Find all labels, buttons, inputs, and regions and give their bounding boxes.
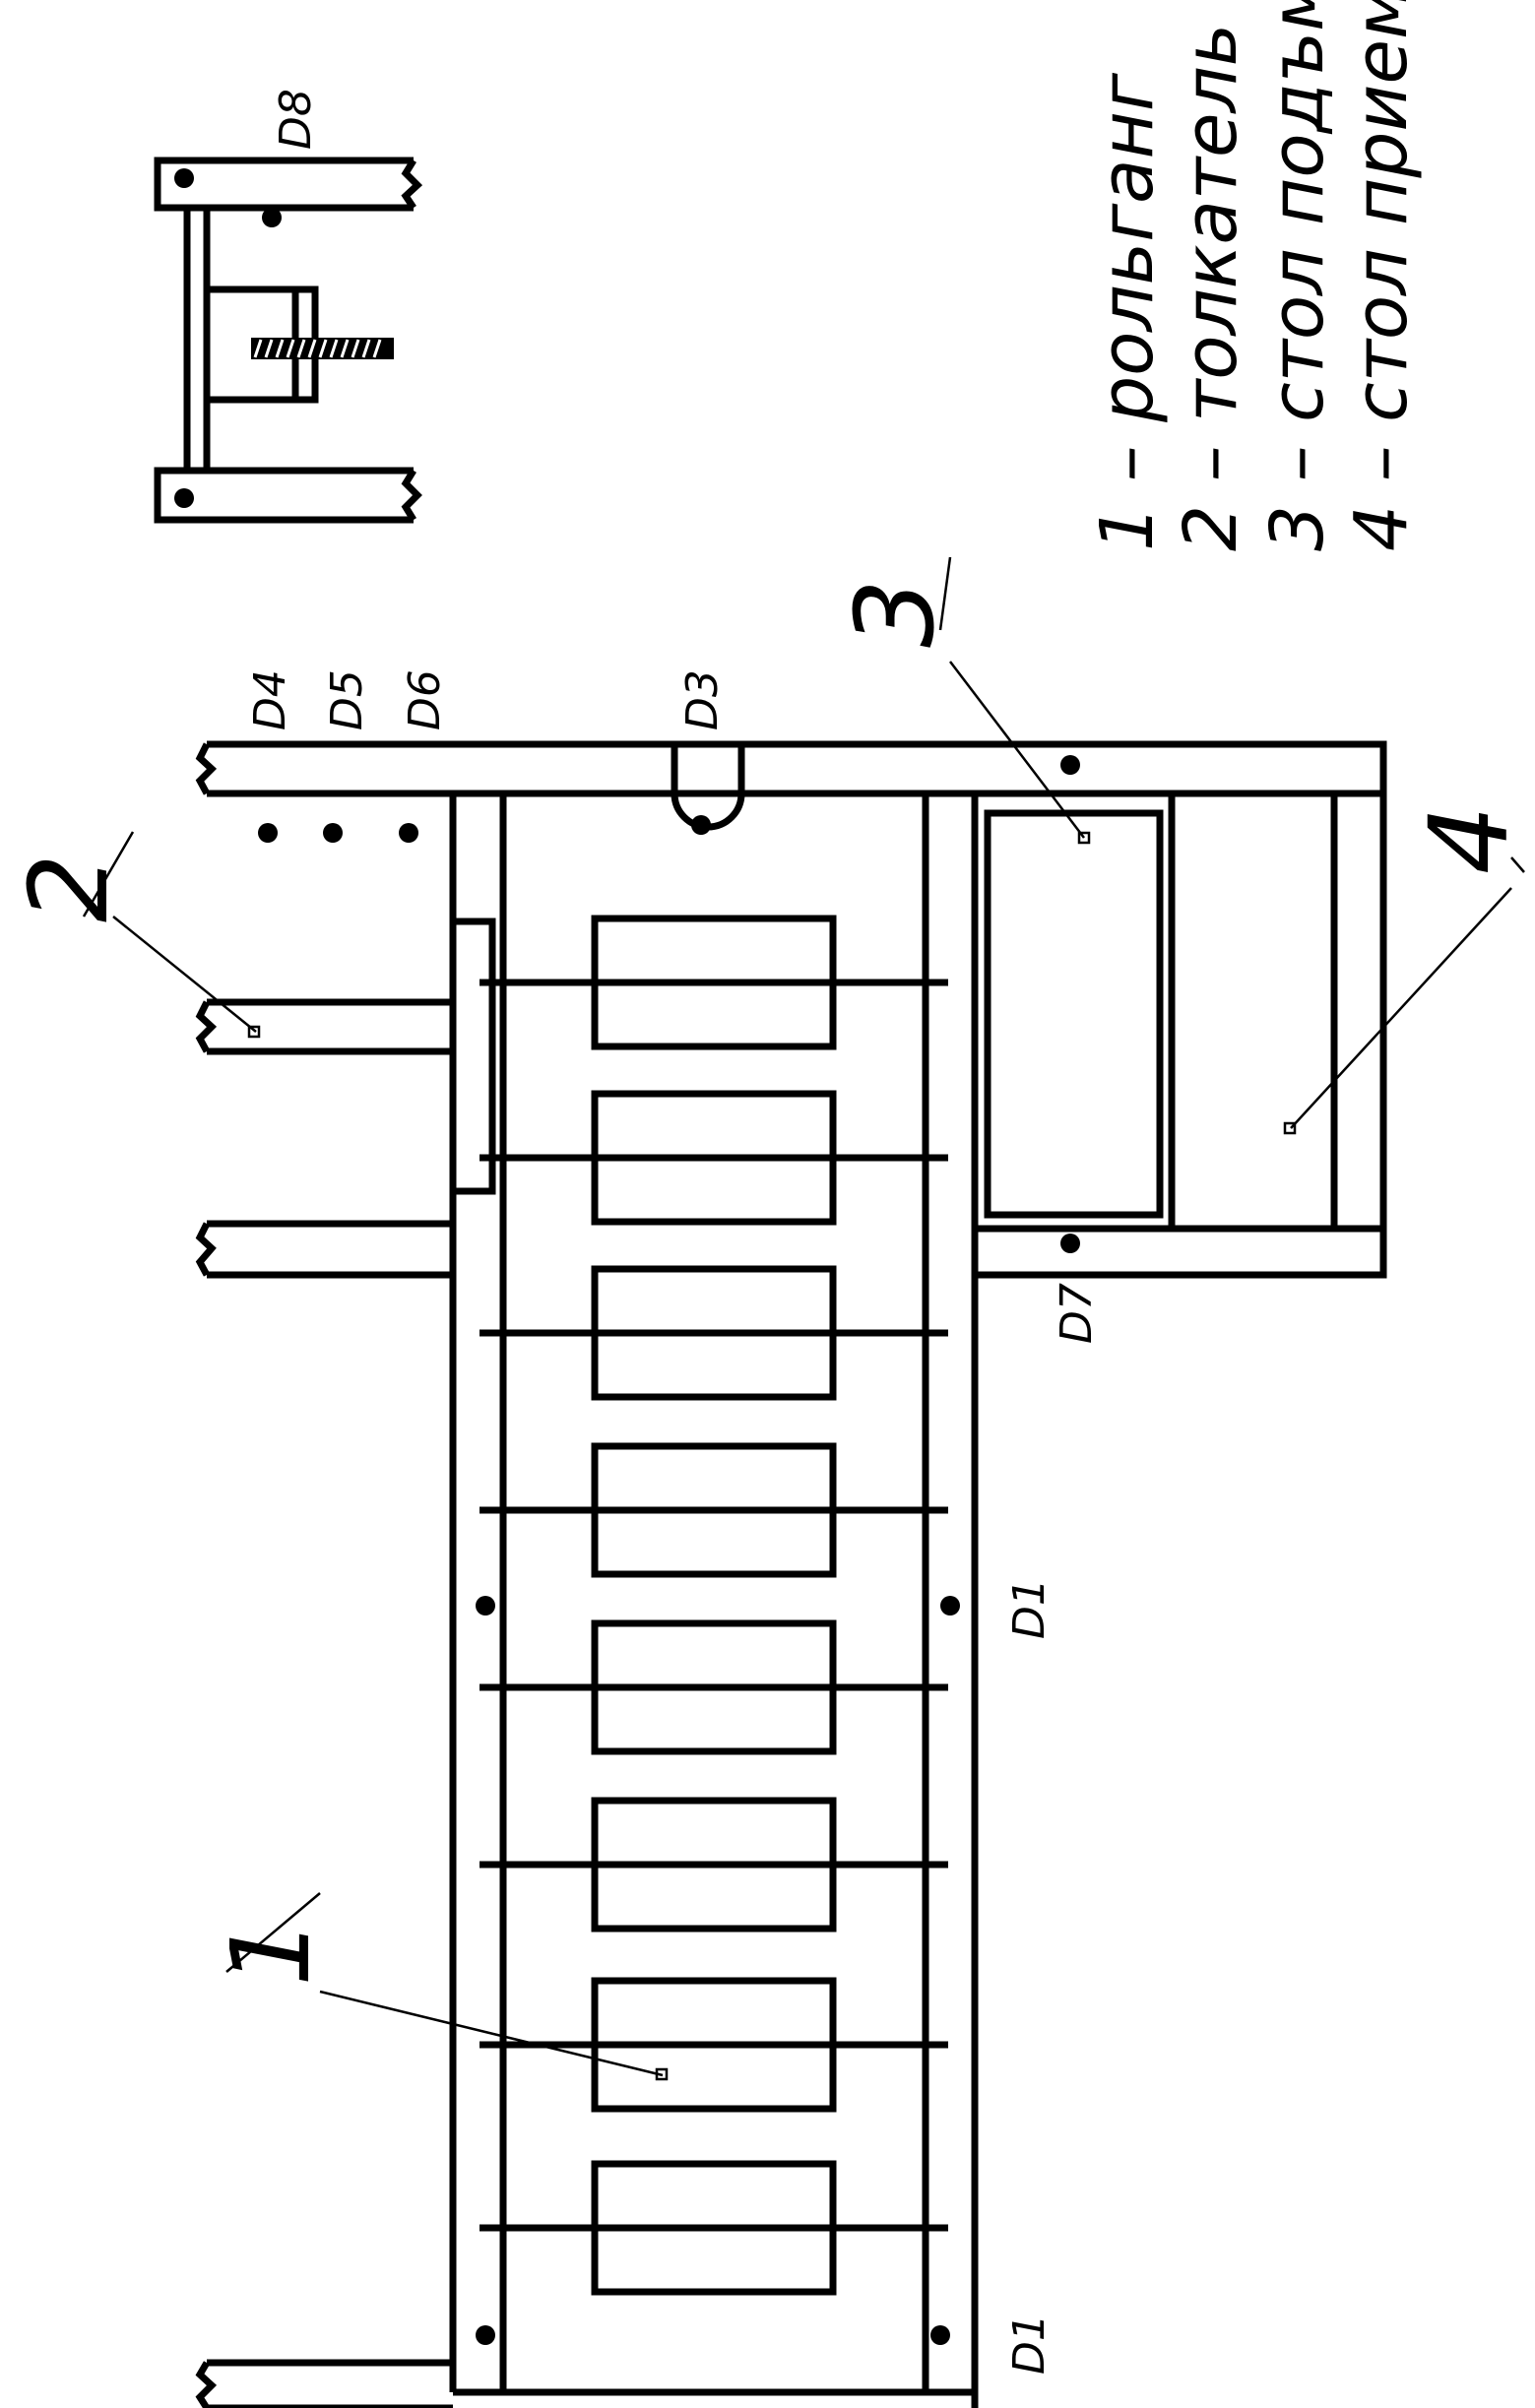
callout-1: 1 (208, 1918, 334, 1987)
legend-item-3: 3 – стол подъмный (1255, 0, 1340, 551)
sensor-label-d8: D8 (271, 89, 321, 150)
sensor-label-d4: D4 (245, 669, 295, 730)
sensor-label-d1-lower: D1 (1004, 2313, 1055, 2375)
roller (591, 915, 837, 1050)
sensor-label-d1: D1 (1004, 1578, 1055, 1639)
sensor-dots (258, 823, 960, 2345)
roller (591, 1090, 837, 1226)
legend-item-2: 2 – толкатель (1169, 24, 1253, 551)
callout-leaders (82, 556, 1525, 2081)
bottom-beam (195, 2359, 453, 2408)
roller-group (480, 915, 948, 2296)
sensor-d4-dot (258, 823, 278, 843)
legend-item-4: 4 – стол приемный (1339, 0, 1424, 551)
sensor-d6-dot (399, 823, 418, 843)
table-frame (195, 740, 1387, 1279)
sensor-d8-dot (262, 208, 282, 227)
sensor-label-d7: D7 (1052, 1283, 1102, 1344)
sensor-d3-dot (691, 815, 711, 835)
sensor-label-d5: D5 (322, 669, 372, 730)
legend-item-1: 1 – рольганг (1085, 72, 1170, 551)
sensor-d7-dot (1060, 1234, 1080, 1253)
callout-2: 2 (6, 854, 132, 922)
inset-detail-sketch (154, 157, 423, 524)
roller (591, 1797, 837, 1933)
callout-4: 4 (1406, 805, 1532, 874)
roller (591, 1265, 837, 1401)
roller-conveyor (449, 790, 979, 2408)
callout-3: 3 (832, 579, 958, 648)
roller (591, 1619, 837, 1755)
roller (591, 1977, 837, 2113)
roller (591, 2160, 837, 2296)
roller (591, 1442, 837, 1578)
sensor-label-d3: D3 (677, 669, 728, 730)
sensor-d1-dot (940, 1596, 960, 1616)
labels: D8 D4 D5 D6 D3 D7 D1 D1 1 2 3 4 1 – роль… (6, 0, 1532, 2375)
lifting-table (984, 809, 1164, 1219)
sensor-label-d6: D6 (400, 669, 450, 730)
sensor-d1-dot-lower (930, 2325, 950, 2345)
pusher (195, 918, 496, 1279)
sensor-d5-dot (323, 823, 343, 843)
